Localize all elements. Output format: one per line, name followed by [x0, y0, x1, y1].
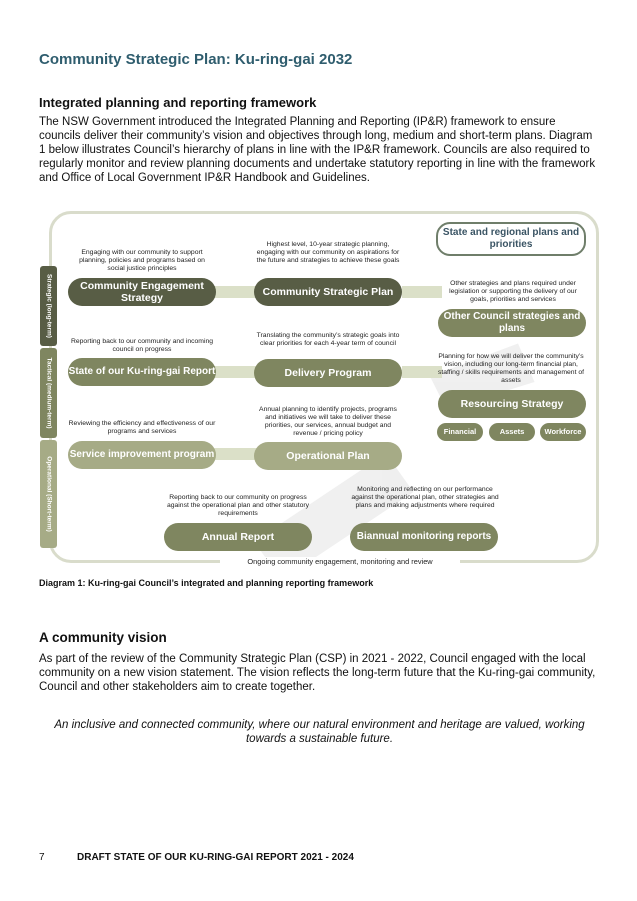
assets-box: Assets [489, 423, 535, 441]
strategic-label: Strategic (long-term) [45, 274, 52, 338]
resourcing-desc: Planning for how we will deliver the com… [437, 353, 585, 384]
vision-quote: An inclusive and connected community, wh… [39, 718, 600, 746]
other-council-strategies-box: Other Council strategies and plans [438, 309, 586, 337]
connector-arrow [402, 366, 442, 378]
ipr-line: regularly monitor and review planning do… [39, 158, 596, 170]
operational-plan-box: Operational Plan [254, 442, 402, 470]
state-report-desc: Reporting back to our community and inco… [70, 338, 214, 353]
ipr-line: The NSW Government introduced the Integr… [39, 116, 556, 128]
quote-line: towards a sustainable future. [245, 733, 394, 745]
vision-line: As part of the review of the Community S… [39, 653, 586, 665]
community-engagement-strategy-box: Community Engagement Strategy [68, 278, 216, 306]
annual-report-box: Annual Report [164, 523, 312, 551]
ipr-paragraph: The NSW Government introduced the Integr… [39, 115, 600, 185]
vision-line: community on a new vision statement. The… [39, 667, 596, 679]
biannual-monitoring-box: Biannual monitoring reports [350, 523, 498, 551]
state-of-kuringgai-report-box: State of our Ku-ring-gai Report [68, 358, 216, 386]
biannual-desc: Monitoring and reflecting on our perform… [351, 486, 499, 509]
financial-box: Financial [437, 423, 483, 441]
engagement-desc: Engaging with our community to support p… [79, 249, 205, 272]
page-title: Community Strategic Plan: Ku-ring-gai 20… [39, 51, 353, 68]
community-strategic-plan-box: Community Strategic Plan [254, 278, 402, 306]
ongoing-review-label: Ongoing community engagement, monitoring… [220, 557, 460, 566]
section-heading-vision: A community vision [39, 630, 167, 645]
quote-line: An inclusive and connected community, wh… [54, 719, 585, 731]
ipr-line: councils deliver their community’s visio… [39, 130, 593, 142]
vision-paragraph: As part of the review of the Community S… [39, 652, 600, 694]
footer-title: DRAFT STATE OF OUR KU-RING-GAI REPORT 20… [77, 852, 354, 863]
vision-line: Council and other stakeholders aim to cr… [39, 681, 316, 693]
ipr-framework-diagram: Strategic (long-term) Tactical (medium-t… [40, 208, 600, 568]
diagram-caption: Diagram 1: Ku-ring-gai Council’s integra… [39, 578, 374, 588]
operational-label: Operational (Short-term) [45, 456, 52, 532]
operational-desc: Annual planning to identify projects, pr… [259, 406, 397, 437]
other-strategies-desc: Other strategies and plans required unde… [449, 280, 577, 303]
annual-desc: Reporting back to our community on progr… [166, 494, 310, 517]
resourcing-strategy-box: Resourcing Strategy [438, 390, 586, 418]
strategic-bar: Strategic (long-term) [40, 266, 57, 346]
state-regional-plans-box: State and regional plans and priorities [436, 222, 586, 256]
csp-desc: Highest level, 10-year strategic plannin… [256, 241, 400, 264]
service-desc: Reviewing the efficiency and effectivene… [68, 420, 216, 435]
page-number: 7 [39, 852, 45, 863]
delivery-program-box: Delivery Program [254, 359, 402, 387]
connector-arrow [212, 448, 258, 460]
workforce-box: Workforce [540, 423, 586, 441]
section-heading-ipr: Integrated planning and reporting framew… [39, 95, 317, 110]
ipr-line: 1 below illustrates Council’s hierarchy … [39, 144, 590, 156]
connector-arrow [212, 286, 258, 298]
connector-arrow [212, 366, 258, 378]
delivery-desc: Translating the community’s strategic go… [256, 332, 400, 347]
tactical-bar: Tactical (medium-term) [40, 348, 57, 438]
ipr-line: and Office of Local Government IP&R Hand… [39, 172, 370, 184]
tactical-label: Tactical (medium-term) [45, 357, 52, 429]
service-improvement-program-box: Service improvement program [68, 441, 216, 469]
connector-arrow [402, 286, 442, 298]
operational-bar: Operational (Short-term) [40, 440, 57, 548]
